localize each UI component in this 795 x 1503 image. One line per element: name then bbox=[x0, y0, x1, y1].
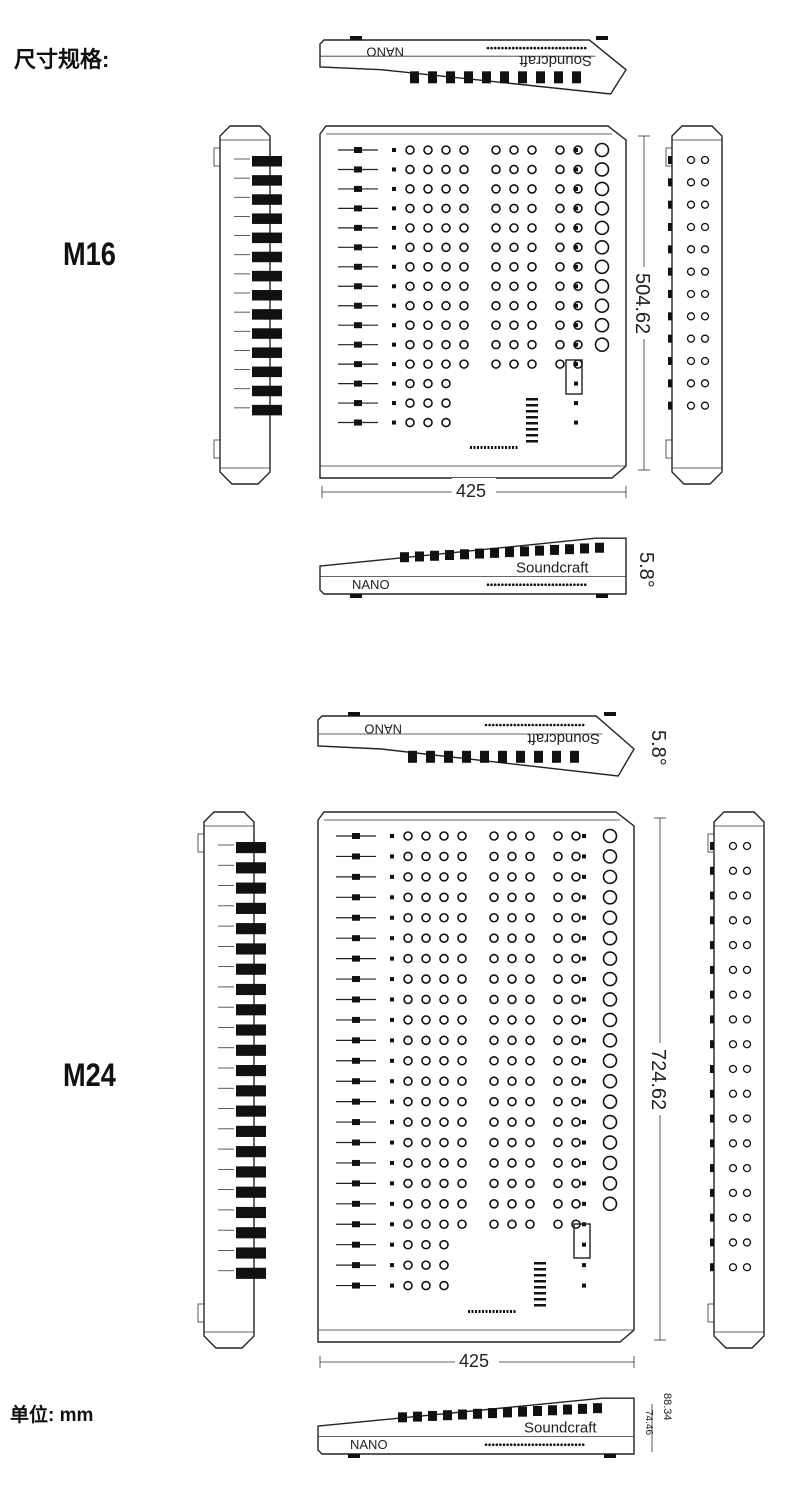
m16-depth-dim: 504.62 bbox=[631, 273, 653, 334]
spec-heading: 尺寸规格: bbox=[14, 47, 110, 72]
model-label-m16: M16 bbox=[63, 236, 116, 272]
m16-left-side-view-icon bbox=[213, 125, 282, 485]
m16-rear-view-icon: NANO Soundcraft bbox=[319, 36, 627, 95]
m24-top-view-icon bbox=[317, 811, 635, 1343]
m16-front-mark: NANO bbox=[352, 577, 390, 592]
m16-angle-dim: 5.8° bbox=[635, 552, 657, 588]
unit-label: 单位: mm bbox=[10, 1405, 94, 1426]
m16-width-dim: 425 bbox=[456, 481, 486, 501]
m16-right-side-view-icon bbox=[665, 125, 723, 485]
m24-front-view-icon: NANO Soundcraft bbox=[317, 1397, 635, 1458]
model-label-m24: M24 bbox=[63, 1057, 116, 1093]
m16-front-view-icon: NANO Soundcraft bbox=[319, 537, 627, 598]
m24-front-brand: Soundcraft bbox=[524, 1419, 597, 1436]
m24-width-dim: 425 bbox=[459, 1351, 489, 1371]
m24-rear-view-icon: NANO Soundcraft bbox=[317, 712, 635, 777]
m16-front-brand: Soundcraft bbox=[516, 559, 589, 576]
m24-left-side-view-icon bbox=[197, 811, 266, 1349]
m24-height-max-dim: 88.34 bbox=[661, 1393, 673, 1421]
m24-front-mark: NANO bbox=[350, 1437, 388, 1452]
m16-top-view-icon bbox=[319, 125, 627, 479]
m24-rear-brand: Soundcraft bbox=[527, 730, 600, 747]
m24-depth-dim: 724.62 bbox=[647, 1049, 669, 1110]
m16-rear-brand: Soundcraft bbox=[519, 52, 592, 69]
m24-right-side-view-icon bbox=[707, 811, 765, 1349]
m16-rear-mark: NANO bbox=[366, 45, 404, 60]
m24-rear-mark: NANO bbox=[364, 721, 402, 736]
m24-height-min-dim: 74.46 bbox=[643, 1410, 654, 1435]
m24-angle-dim: 5.8° bbox=[647, 730, 669, 766]
